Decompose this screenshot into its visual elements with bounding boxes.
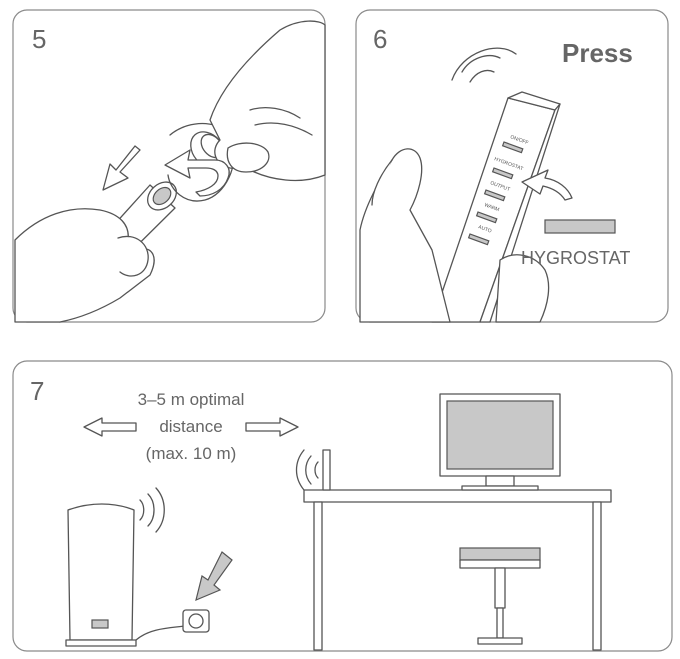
distance-line-3: (max. 10 m): [146, 444, 237, 463]
right-arrow-icon: [245, 417, 299, 437]
hand-icon: [359, 148, 550, 323]
on-off-button[interactable]: [501, 141, 524, 154]
hygrostat-button-callout: [544, 219, 616, 234]
hygrostat-remote-button[interactable]: [491, 167, 514, 180]
monitor-neck: [485, 475, 515, 487]
pull-off-arrow-icon: [102, 145, 141, 191]
distance-line-2: distance: [159, 417, 222, 436]
stool-seat: [459, 547, 541, 561]
stool-base: [477, 637, 523, 645]
panel-step-7: 7 3–5 m optimal distance (max. 10 m): [12, 360, 673, 652]
output-button[interactable]: [483, 189, 506, 202]
left-hand-icon: [14, 208, 155, 323]
remote-button-label: AUTO: [477, 224, 492, 234]
rotate-arrow-icon: [164, 149, 230, 197]
right-hand-icon: [209, 20, 326, 182]
monitor-screen: [446, 400, 554, 470]
auto-button[interactable]: [467, 233, 490, 246]
humidifier-display: [91, 619, 109, 629]
step-6-number: 6: [373, 24, 387, 54]
remote-button-label: WARM: [483, 202, 500, 213]
press-instruction: Press: [562, 38, 633, 68]
press-arrow-icon: [521, 169, 573, 201]
remote-signal-icon: [295, 449, 319, 491]
stool-illustration: [459, 547, 541, 645]
monitor-stand: [461, 485, 539, 491]
panel-step-6: 6 Press ON/OFF HYGROSTAT OUTPUT WARM AUT…: [355, 9, 669, 323]
remote-on-desk-icon: [322, 449, 331, 491]
warm-button[interactable]: [475, 211, 498, 224]
step-5-number: 5: [32, 24, 46, 54]
desk-top: [303, 489, 612, 503]
distance-line-1: 3–5 m optimal: [138, 390, 245, 409]
hygrostat-label: HYGROSTAT: [521, 248, 630, 268]
humidifier-base: [65, 639, 137, 647]
monitor-illustration: [439, 393, 561, 491]
step-7-number: 7: [30, 376, 44, 406]
left-arrow-icon: [83, 417, 137, 437]
humidifier-illustration: [65, 503, 137, 647]
plug-in-arrow-icon: [195, 551, 233, 602]
signal-waves-icon: [451, 47, 517, 83]
humidifier-signal-icon: [139, 487, 165, 533]
panel-step-5: 5: [12, 9, 326, 323]
desk-illustration: [303, 489, 612, 651]
